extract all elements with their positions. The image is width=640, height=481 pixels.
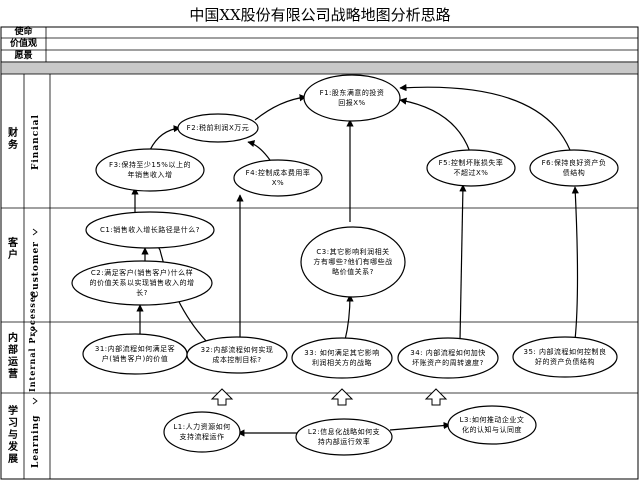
- node-f1-shape: [303, 74, 401, 122]
- node-f5-shape: [426, 149, 516, 187]
- values-label: 价值观: [9, 39, 37, 49]
- connector-f5-f1: [399, 97, 471, 153]
- node-i33-shape: [291, 337, 393, 379]
- node-f2: F2:税前利润X万元: [186, 124, 250, 132]
- node-i32-shape: [186, 336, 288, 374]
- node-i34-shape: [397, 337, 499, 379]
- node-i35: 35: 内部流程如何控制良好的资产负债结构: [523, 348, 607, 366]
- node-l2-shape: [295, 418, 393, 456]
- grey-band: [0, 61, 639, 75]
- node-l1-shape: [163, 411, 241, 453]
- node-f1: F1:股东满意的投资回报X%: [319, 89, 385, 107]
- node-f5: F5:控制坏账损失率不超过X%: [438, 159, 504, 177]
- vision-label: 愿景: [14, 51, 33, 61]
- connector-i33-c3: [344, 294, 354, 341]
- connector-f6-f1: [399, 84, 571, 151]
- page-title: 中国XX股份有限公司战略地图分析思路: [189, 6, 451, 24]
- node-c2-shape: [71, 260, 213, 306]
- block-arrow-3: [424, 388, 448, 406]
- node-c1-shape: [85, 211, 215, 249]
- node-f4-shape: [233, 159, 323, 197]
- financial-en-label: Financial: [31, 114, 41, 170]
- node-l3-shape: [447, 405, 537, 445]
- node-l3: L3:如何推动企业文化的认知与认同度: [459, 416, 525, 434]
- node-f6-shape: [529, 149, 619, 187]
- node-i34: 34: 内部流程如何加快坏账资产的周转速度?: [410, 349, 486, 367]
- connector-f2-f1: [254, 94, 307, 121]
- block-arrow-2: [330, 388, 354, 406]
- node-f2-shape: [177, 113, 259, 143]
- node-l1: L1:人力资源如何支持流程运作: [173, 423, 231, 441]
- node-l2: L2:信息化战略如何支持内部运行效率: [307, 428, 381, 446]
- financial-cn-label: 财务: [8, 128, 18, 151]
- node-i31: 31:内部流程如何满足客户(销售客户)的价值: [94, 345, 176, 363]
- outer-frame: [0, 26, 639, 480]
- node-i32: 32:内部流程如何实现成本控制目标?: [200, 346, 274, 364]
- node-c1: C1:销售收入增长路径是什么?: [100, 226, 200, 234]
- connector-i35-f6: [571, 186, 579, 341]
- node-i35-shape: [512, 336, 618, 378]
- connector-i34-f5: [459, 184, 467, 341]
- block-arrow-1: [210, 388, 234, 406]
- node-i33: 33: 如何满足其它影响利润相关方的战略: [304, 349, 380, 367]
- learning-en-label: Learning: [31, 414, 41, 468]
- learning-cn-label: 学习与发展: [8, 406, 18, 465]
- internal-cn-label: 内部运营: [8, 333, 18, 380]
- node-f4: F4:控制成本费用率X%: [245, 169, 311, 187]
- node-c3-shape: [300, 226, 406, 298]
- node-c3: C3:其它影响利润相关方有哪些?他们有哪些战略价值关系?: [313, 248, 393, 276]
- connector-f3-f2: [149, 125, 181, 151]
- customer-en-label: Customer: [31, 241, 41, 298]
- node-c2: C2:满足客户(销售客户)什么样的价值关系以实现销售收入的增长?: [89, 269, 195, 297]
- node-f3-shape: [95, 148, 205, 192]
- mission-label: 使命: [14, 27, 33, 37]
- internal-en-label: Internal Processes: [27, 290, 37, 392]
- node-f3: F3:保持至少15%以上的年销售收入增: [109, 161, 191, 179]
- customer-cn-label: 客户: [8, 238, 18, 261]
- connector-l2-l3: [389, 421, 451, 431]
- node-f6: F6:保持良好资产负债结构: [541, 159, 607, 177]
